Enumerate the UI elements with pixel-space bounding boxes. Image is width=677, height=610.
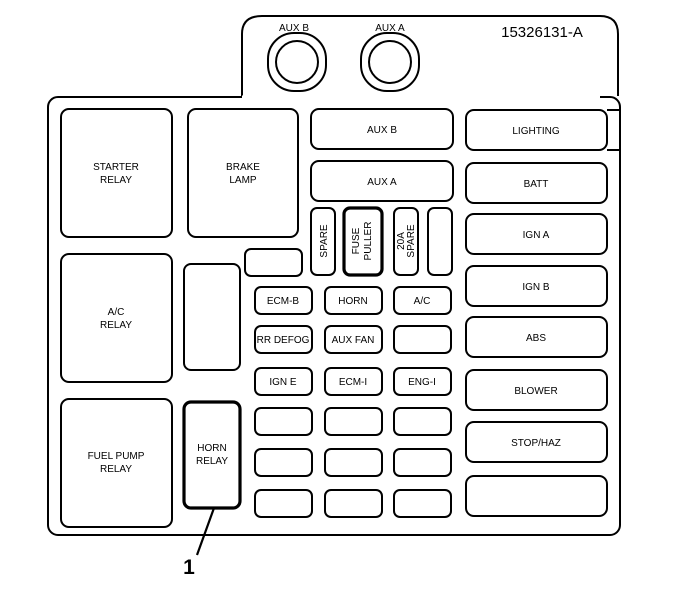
abs-label: ABS — [526, 333, 546, 344]
eng-i-label: ENG-I — [408, 377, 436, 388]
stop-haz-fuse: STOP/HAZ — [465, 421, 608, 463]
blower-fuse: BLOWER — [465, 369, 608, 411]
spare-20a-label-1: 20A — [396, 232, 407, 250]
mini-fuse-blank — [324, 448, 383, 477]
blank-large-fuse — [465, 475, 608, 517]
fuse-puller-label-2: PULLER — [363, 222, 374, 261]
mini-fuse-blank — [254, 489, 313, 518]
mini-fuse-ecm-b: ECM-B — [254, 286, 313, 315]
horn-relay-label-1: HORN — [197, 443, 226, 454]
ac-relay-label-1: A/C — [108, 307, 125, 318]
ecm-b-label: ECM-B — [267, 296, 300, 307]
mini-fuse-blank — [393, 489, 452, 518]
starter-relay-label-2: RELAY — [100, 175, 132, 186]
aux-a-top-label: AUX A — [375, 23, 405, 34]
fuse-puller-slot: FUSE PULLER — [342, 206, 384, 277]
spare-20a-label-2: SPARE — [406, 224, 417, 257]
spare-20a-slot: 20A SPARE — [393, 207, 419, 276]
mini-fuse-blank — [393, 325, 452, 354]
blank-vertical-slot — [427, 207, 453, 276]
rr-defog-label: RR DEFOG — [257, 335, 310, 346]
mini-fuse-aux-fan: AUX FAN — [324, 325, 383, 354]
mini-fuse-ac: A/C — [393, 286, 452, 315]
abs-fuse: ABS — [465, 316, 608, 358]
mini-fuse-ign-e: IGN E — [254, 367, 313, 396]
mini-fuse-blank — [324, 489, 383, 518]
aux-a-top-socket: AUX A — [360, 23, 420, 92]
batt-fuse: BATT — [465, 162, 608, 204]
ign-b-label: IGN B — [522, 282, 550, 293]
starter-relay-label-1: STARTER — [93, 162, 139, 173]
mini-fuse-blank — [393, 407, 452, 436]
blank-small-slot — [244, 248, 303, 277]
ign-e-label: IGN E — [269, 377, 297, 388]
stop-haz-label: STOP/HAZ — [511, 438, 561, 449]
part-number-label: 15326131-A — [501, 24, 583, 41]
mini-fuse-blank — [254, 407, 313, 436]
empty-relay-slot — [183, 263, 241, 371]
mini-fuse-blank — [393, 448, 452, 477]
lighting-label: LIGHTING — [512, 126, 559, 137]
callout-leader-line — [195, 507, 216, 556]
horn-relay-label-2: RELAY — [196, 456, 228, 467]
mini-fuse-blank — [254, 448, 313, 477]
horn-relay: HORN RELAY — [182, 400, 242, 510]
lighting-fuse: LIGHTING — [465, 109, 608, 151]
fuel-pump-relay: FUEL PUMP RELAY — [60, 398, 173, 528]
aux-a-maxi-fuse: AUX A — [310, 160, 454, 202]
callout-number: 1 — [183, 556, 195, 579]
ign-b-fuse: IGN B — [465, 265, 608, 307]
mini-fuse-rr-defog: RR DEFOG — [254, 325, 313, 354]
mini-fuse-eng-i: ENG-I — [393, 367, 452, 396]
ac-relay: A/C RELAY — [60, 253, 173, 383]
starter-relay: STARTER RELAY — [60, 108, 173, 238]
batt-label: BATT — [524, 179, 549, 190]
aux-b-top-socket: AUX B — [267, 23, 327, 92]
ign-a-label: IGN A — [523, 230, 550, 241]
fuel-pump-relay-label-2: RELAY — [100, 464, 132, 475]
brake-lamp-label-1: BRAKE — [226, 162, 260, 173]
aux-a-maxi-label: AUX A — [367, 177, 397, 188]
ac-relay-label-2: RELAY — [100, 320, 132, 331]
horn-fuse-label: HORN — [338, 296, 367, 307]
fuel-pump-relay-label-1: FUEL PUMP — [88, 451, 145, 462]
top-tab-housing — [241, 15, 619, 100]
mini-fuse-blank — [324, 407, 383, 436]
ign-a-fuse: IGN A — [465, 213, 608, 255]
ecm-i-label: ECM-I — [339, 377, 367, 388]
brake-lamp-relay: BRAKE LAMP — [187, 108, 299, 238]
aux-fan-label: AUX FAN — [332, 335, 375, 346]
fuse-puller-label-1: FUSE — [351, 227, 362, 254]
spare-slot: SPARE — [310, 207, 336, 276]
mini-fuse-ecm-i: ECM-I — [324, 367, 383, 396]
ac-fuse-label: A/C — [414, 296, 431, 307]
aux-b-maxi-label: AUX B — [367, 125, 397, 136]
spare-label: SPARE — [319, 224, 330, 257]
brake-lamp-label-2: LAMP — [229, 175, 257, 186]
blower-label: BLOWER — [514, 386, 557, 397]
mini-fuse-horn: HORN — [324, 286, 383, 315]
aux-b-maxi-fuse: AUX B — [310, 108, 454, 150]
aux-b-top-label: AUX B — [279, 23, 309, 34]
